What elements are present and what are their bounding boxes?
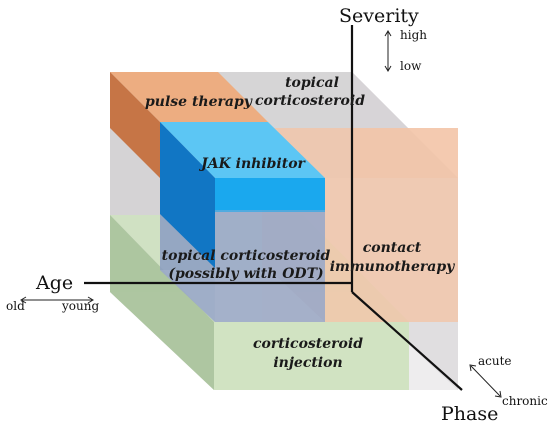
jak-left-face	[160, 122, 215, 268]
severity-low-label: low	[400, 59, 422, 73]
age-axis-title: Age	[35, 272, 73, 294]
age-young-label: young	[61, 299, 99, 313]
pulse-left-face	[110, 72, 160, 178]
phase-arrow-icon	[470, 365, 501, 397]
phase-chronic-label: chronic	[502, 394, 548, 408]
axes	[84, 25, 463, 391]
jak-inhibitor-label: JAK inhibitor	[198, 156, 306, 172]
pulse-therapy-box	[110, 72, 268, 178]
age-arrow-right-head-icon	[87, 296, 94, 304]
topical-odt-line2: (possibly with ODT)	[168, 266, 323, 282]
phase-acute-label: acute	[478, 354, 512, 368]
age-legend: old young	[6, 296, 99, 313]
phase-arrow-down-head-icon	[494, 390, 502, 398]
phase-axis-title: Phase	[441, 403, 498, 425]
severity-legend: high low	[384, 28, 427, 73]
pulse-top-face	[110, 72, 268, 122]
contact-immunotherapy-line1: contact	[363, 240, 422, 256]
age-arrow-left-head-icon	[20, 296, 27, 304]
phase-arrow-up-head-icon	[469, 364, 477, 372]
jak-front-face	[215, 178, 325, 210]
severity-arrow-down-head-icon	[384, 65, 392, 72]
severity-arrow-up-head-icon	[384, 30, 392, 37]
contact-immunotherapy-line2: immunotherapy	[330, 259, 455, 275]
topical-corticosteroid-top-line1: topical	[285, 75, 339, 91]
severity-high-label: high	[400, 28, 427, 42]
green-front-face	[214, 322, 409, 390]
jak-front-lower	[215, 210, 325, 212]
topical-odt-line1: topical corticosteroid	[162, 248, 331, 264]
corticosteroid-injection-line1: corticosteroid	[253, 336, 363, 352]
phase-legend: acute chronic	[469, 354, 548, 408]
phase-axis-line	[351, 291, 463, 391]
corticosteroid-injection-line2: injection	[273, 355, 342, 371]
severity-axis-title: Severity	[339, 5, 419, 27]
green-left-face	[110, 215, 214, 390]
topical-corticosteroid-top-line2: corticosteroid	[255, 93, 365, 109]
jak-inhibitor-box	[160, 122, 325, 268]
pulse-therapy-label: pulse therapy	[145, 94, 253, 110]
age-old-label: old	[6, 299, 25, 313]
